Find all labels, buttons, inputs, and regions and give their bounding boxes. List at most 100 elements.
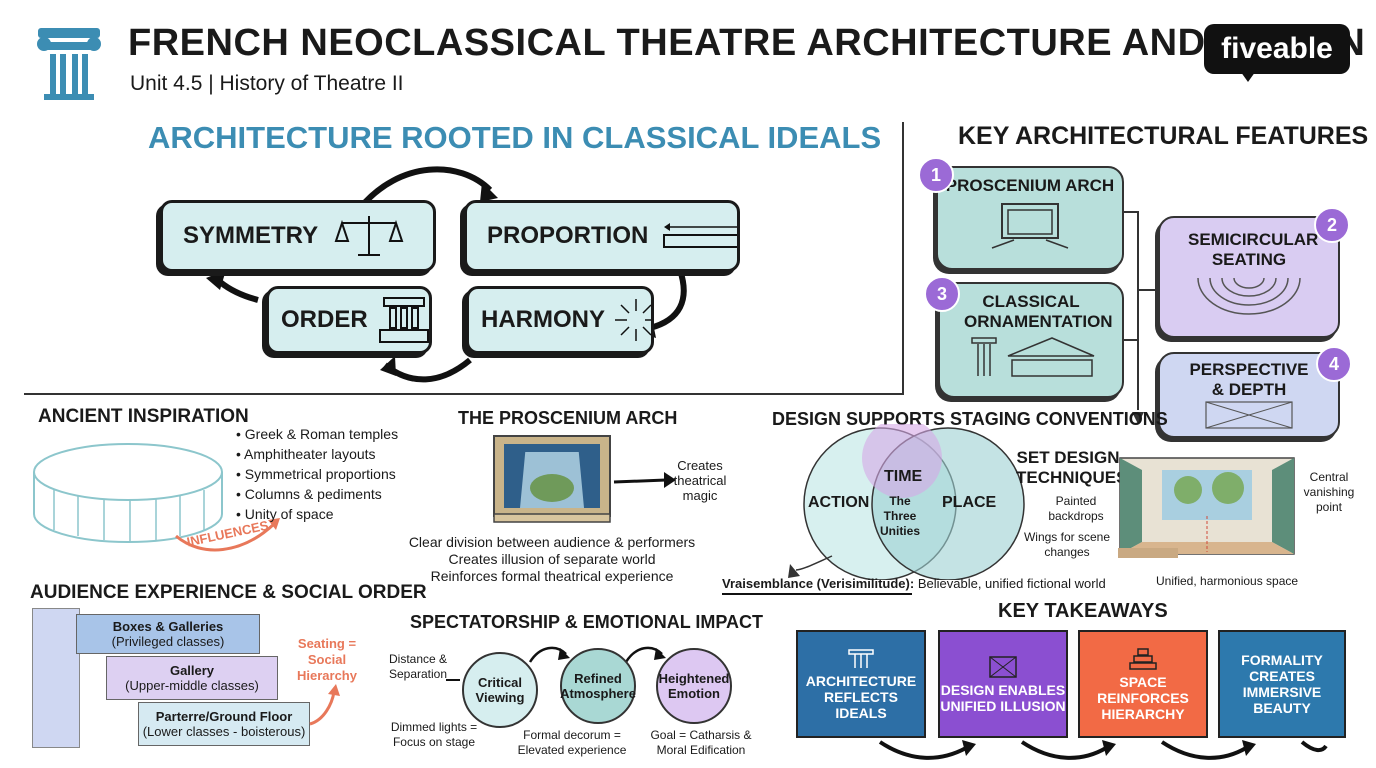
setdesign-title: SET DESIGN TECHNIQUES [1016,448,1128,487]
takeaway-tiers-icon [1129,647,1157,670]
tier-boxes-galleries: Boxes & Galleries (Privileged classes) [76,614,260,654]
page-subtitle: Unit 4.5 | History of Theatre II [130,72,404,95]
takeaway-space: SPACE REINFORCES HIERARCHY [1078,630,1208,738]
cycle-arrows-icon [206,166,687,383]
ruler-icon [663,223,737,248]
takeaway-formality: FORMALITY CREATES IMMERSIVE BEAUTY [1218,630,1346,738]
spectator-distance: Distance & Separation [388,652,448,681]
spectator-note: Formal decorum = Elevated experience [517,728,627,757]
column-logo-icon [37,28,101,100]
unity-place: PLACE [942,494,997,511]
vertical-divider [902,122,904,394]
feature-classical-ornamentation: CLASSICAL ORNAMENTATION [938,282,1124,398]
proportion-card: PROPORTION [464,200,740,272]
ancient-bullet: Unity of space [236,506,398,522]
colosseum-icon [33,443,223,543]
seating-arcs-icon [1197,277,1301,315]
harmony-card: HARMONY [466,286,654,354]
tier-name: Parterre/Ground Floor [155,709,293,724]
staging-title: DESIGN SUPPORTS STAGING CONVENTIONS [772,409,1168,429]
proscenium-title: THE PROSCENIUM ARCH [458,408,678,428]
spectator-title: SPECTATORSHIP & EMOTIONAL IMPACT [410,612,764,632]
tier-parterre: Parterre/Ground Floor (Lower classes - b… [138,702,310,746]
feature-number-4: 4 [1316,346,1352,382]
feature-number-2: 2 [1314,207,1350,243]
vraisemblance-underline [722,593,912,595]
ancient-bullets: Greek & Roman temples Amphitheater layou… [236,426,398,526]
takeaway-column-icon [848,648,874,668]
unity-action: ACTION [808,494,870,511]
harmony-label: HARMONY [481,306,605,333]
setdesign-wings: Wings for scene changes [1023,530,1111,559]
tier-name: Gallery [169,663,215,678]
takeaway-label: FORMALITY CREATES IMMERSIVE BEAUTY [1241,652,1323,716]
order-label: ORDER [281,306,368,333]
tier-desc: (Lower classes - boisterous) [142,724,306,739]
feature-perspective-label: PERSPECTIVE & DEPTH [1189,360,1309,399]
ideals-title: ARCHITECTURE ROOTED IN CLASSICAL IDEALS [148,120,882,155]
takeaways-title: KEY TAKEAWAYS [998,600,1168,622]
logo-tail [1238,68,1258,82]
ancient-title: ANCIENT INSPIRATION [38,406,249,427]
sunburst-icon [615,299,651,341]
setdesign-painted: Painted backdrops [1048,494,1104,523]
tier-name: Boxes & Galleries [112,619,224,634]
proscenium-arrow-icon [613,472,676,488]
hierarchy-arrow-icon [309,684,340,726]
feature-ornamentation-label: CLASSICAL ORNAMENTATION [964,292,1113,331]
tier-gallery: Gallery (Upper-middle classes) [106,656,278,700]
spectator-note: Dimmed lights = Focus on stage [390,720,478,749]
building-icon [378,297,429,343]
feature-number-3: 3 [924,276,960,312]
ancient-bullet: Greek & Roman temples [236,426,398,442]
feature-seating-label: SEMICIRCULAR SEATING [1188,230,1319,269]
setdesign-vanishing: Central vanishing point [1303,470,1355,514]
tier-desc: (Upper-middle classes) [125,678,259,693]
unity-time: TIME [884,468,923,485]
three-unities-venn [788,424,1025,580]
circle-heightened-emotion: Heightened Emotion [656,648,732,724]
circle-refined-atmosphere: Refined Atmosphere [560,648,636,724]
takeaways-arrows-icon [878,740,1328,760]
arch-stage-icon [991,203,1069,249]
page-title: FRENCH NEOCLASSICAL THEATRE ARCHITECTURE… [128,22,1366,64]
takeaway-design: DESIGN ENABLES UNIFIED ILLUSION [938,630,1068,738]
tier-desc: (Privileged classes) [111,634,225,649]
ancient-bullet: Amphitheater layouts [236,446,398,462]
proscenium-lines: Clear division between audience & perfor… [404,534,700,585]
spectator-note: Goal = Catharsis & Moral Edification [650,728,752,757]
audience-title: AUDIENCE EXPERIENCE & SOCIAL ORDER [30,582,427,603]
takeaway-label: SPACE REINFORCES HIERARCHY [1097,673,1189,722]
symmetry-card: SYMMETRY [160,200,436,272]
takeaway-label: ARCHITECTURE REFLECTS IDEALS [805,672,917,721]
feature-perspective-depth: PERSPECTIVE & DEPTH [1158,352,1340,438]
stage-illustration-icon [493,435,611,523]
takeaway-architecture: ARCHITECTURE REFLECTS IDEALS [796,630,926,738]
takeaway-perspective-icon [989,655,1017,678]
ancient-bullet: Symmetrical proportions [236,466,398,482]
symmetry-label: SYMMETRY [183,222,319,249]
tier-side-wall [32,608,80,748]
takeaway-label: DESIGN ENABLES UNIFIED ILLUSION [940,681,1066,714]
vraisemblance-term: Vraisemblance (Verisimilitude): [722,576,915,591]
proportion-label: PROPORTION [487,222,649,249]
perspective-grid-icon [1205,401,1293,429]
vraisemblance-definition: Believable, unified fictional world [917,576,1106,591]
column-pediment-icon [971,337,1095,377]
proscenium-line: Creates illusion of separate world [448,551,656,567]
proscenium-note: Creates theatrical magic [673,458,727,503]
feature-proscenium-label: PROSCENIUM ARCH [945,176,1115,195]
features-title: KEY ARCHITECTURAL FEATURES [958,122,1369,150]
feature-proscenium-arch: PROSCENIUM ARCH [936,166,1124,270]
horizontal-divider [24,393,904,395]
proscenium-line: Clear division between audience & perfor… [408,534,696,550]
ancient-bullet: Columns & pediments [236,486,398,502]
stage-front-platform [1118,548,1178,558]
feature-number-1: 1 [918,157,954,193]
feature-semicircular-seating: SEMICIRCULAR SEATING [1158,216,1340,338]
seating-hierarchy-label: Seating = Social Hierarchy [297,636,357,683]
setdesign-unified: Unified, harmonious space [1156,574,1299,588]
circle-critical-viewing: Critical Viewing [462,652,538,728]
order-card: ORDER [266,286,432,354]
unity-center: The Three Unities [879,494,920,538]
